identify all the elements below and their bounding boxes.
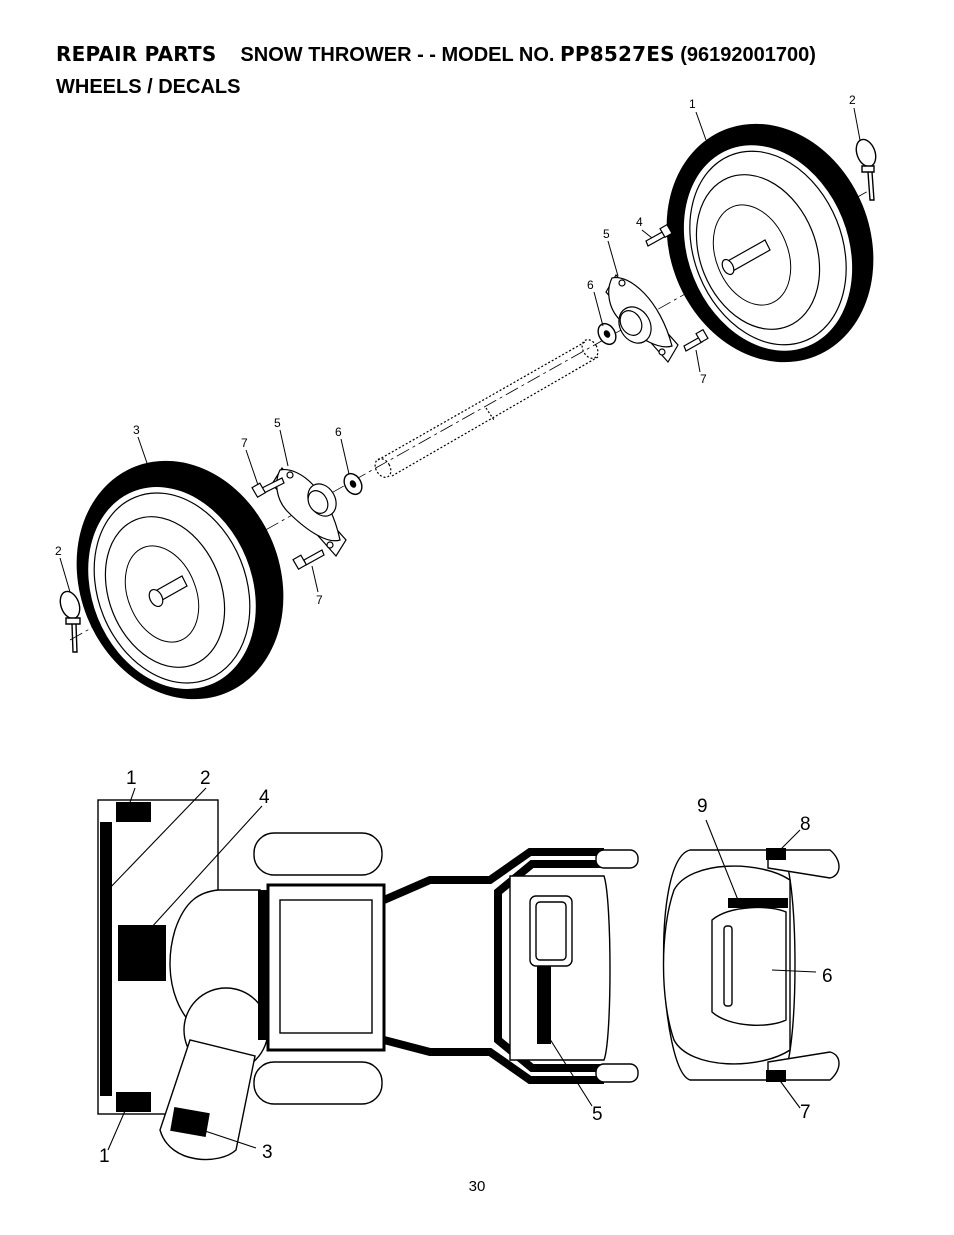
callout-decal-9: 9 [697, 796, 708, 817]
left-washer [343, 472, 363, 496]
callout-decal-6: 6 [822, 966, 833, 987]
callout-wheel-2b: 2 [55, 544, 62, 558]
axle-shaft [374, 339, 599, 478]
callout-decal-3: 3 [262, 1142, 273, 1163]
header-line-1: REPAIR PARTS SNOW THROWER - - MODEL NO. P… [56, 38, 936, 71]
page-header: REPAIR PARTS SNOW THROWER - - MODEL NO. P… [56, 38, 936, 103]
callout-wheel-5b: 5 [274, 416, 281, 430]
callout-wheel-7b: 7 [241, 436, 248, 450]
callout-wheel-4: 4 [636, 215, 643, 229]
right-washer [597, 322, 617, 346]
callout-wheel-3: 3 [133, 423, 140, 437]
callout-wheel-6b: 6 [335, 425, 342, 439]
handle-rear-view [662, 848, 840, 1082]
ring-pin-left [59, 590, 81, 653]
wheel-callouts: 1 2 4 5 6 7 3 7 5 6 2 7 [55, 93, 856, 607]
section-label: REPAIR PARTS [56, 42, 217, 66]
callout-wheel-7: 7 [700, 372, 707, 386]
callout-decal-8: 8 [800, 814, 811, 835]
right-bolts [645, 223, 709, 352]
part-number: (96192001700) [680, 44, 816, 66]
callout-decal-1: 1 [126, 768, 137, 789]
ring-pin-right [855, 138, 877, 201]
callout-wheel-7c: 7 [316, 593, 323, 607]
callout-decal-4: 4 [259, 787, 270, 808]
decal-leader-lines [105, 787, 817, 1151]
model-number: PP8527ES [560, 42, 675, 66]
left-wheel [76, 460, 284, 700]
right-wheel [666, 123, 874, 363]
callout-wheel-2: 2 [849, 93, 856, 107]
header-subtitle: WHEELS / DECALS [56, 76, 241, 98]
wheel-leader-lines [59, 107, 861, 593]
callout-wheel-5: 5 [603, 227, 610, 241]
callout-decal-1b: 1 [99, 1146, 110, 1167]
page-number: 30 [468, 1178, 486, 1195]
callout-decal-2: 2 [200, 768, 211, 789]
callout-wheel-6: 6 [587, 278, 594, 292]
callout-decal-7: 7 [800, 1102, 811, 1123]
right-bearing-flange [605, 273, 679, 364]
title-prefix: SNOW THROWER - - MODEL NO. [240, 44, 555, 66]
left-bearing-flange [271, 467, 347, 557]
callout-decal-5: 5 [592, 1104, 603, 1125]
callout-wheel-1: 1 [689, 97, 696, 111]
left-bolts [251, 477, 325, 571]
decal-callouts: 1 2 4 9 8 6 1 3 5 7 [99, 768, 833, 1167]
machine-top-view [97, 799, 639, 1161]
wheels-exploded-diagram: 1 2 4 5 6 7 3 7 5 6 2 7 [55, 93, 877, 700]
